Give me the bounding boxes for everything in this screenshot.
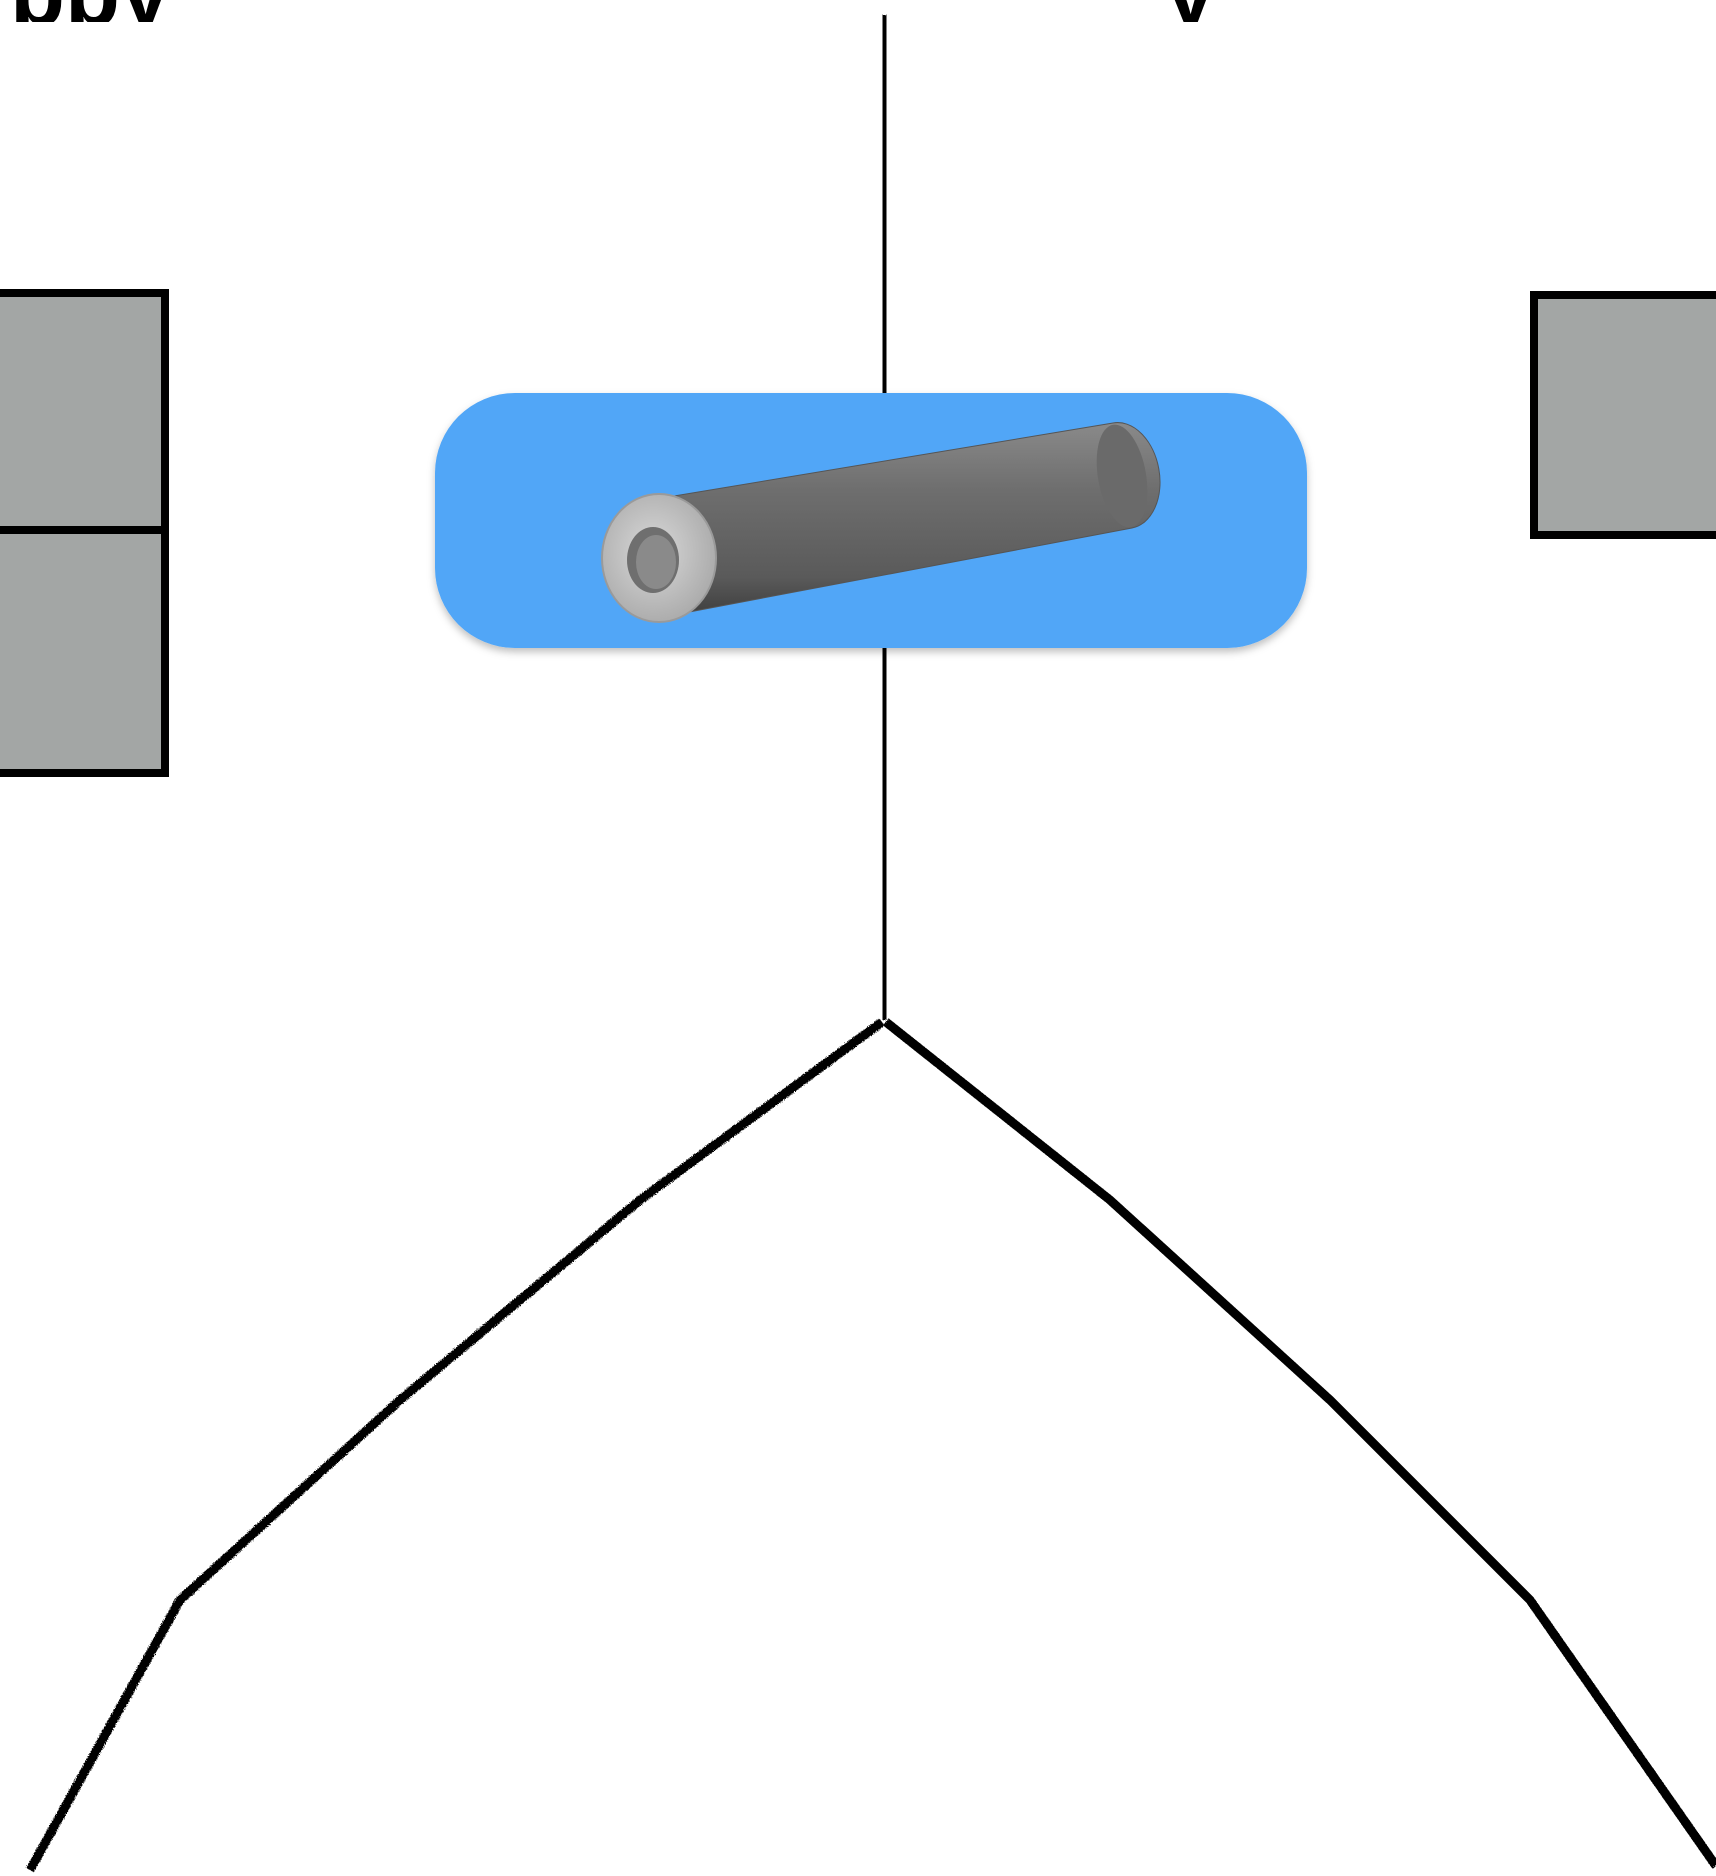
line-left-branch	[26, 1018, 885, 1873]
left-box-bottom	[0, 526, 169, 777]
line-right-branch	[883, 1018, 1716, 1869]
header-text-strip: ppy y	[0, 0, 1716, 22]
line-top-segment	[878, 14, 891, 396]
left-box-top	[0, 289, 169, 534]
header-fragment-left: ppy	[10, 0, 170, 22]
right-box	[1530, 291, 1716, 539]
header-fragment-right: y	[1165, 0, 1215, 22]
tube-icon	[601, 422, 1161, 623]
line-middle-segment	[878, 644, 891, 1021]
